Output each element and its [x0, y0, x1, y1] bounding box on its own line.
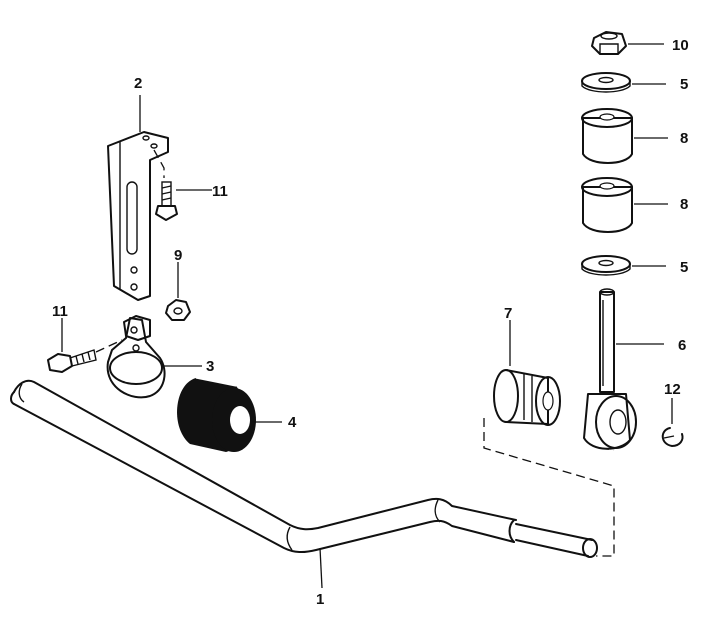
callout-6: 6	[678, 337, 686, 354]
callout-2: 2	[134, 75, 142, 92]
callout-1: 1	[316, 591, 324, 608]
rubber-bushing	[177, 377, 282, 452]
callout-9: 9	[174, 247, 182, 264]
leader-1	[319, 547, 323, 589]
callout-7: 7	[504, 305, 512, 322]
stabilizer-bar	[10, 379, 598, 558]
callout-11-upper: 11	[212, 183, 228, 200]
bolt-upper	[155, 181, 212, 221]
callout-10: 10	[672, 37, 689, 54]
mounting-bracket	[107, 95, 169, 301]
assembly-group-outline	[483, 418, 615, 557]
callout-12: 12	[664, 381, 681, 398]
foam-bushing-upper	[581, 108, 668, 164]
callout-11-lower: 11	[52, 303, 68, 320]
callout-4: 4	[288, 414, 297, 431]
callout-8-lower: 8	[680, 196, 688, 213]
callout-5-lower: 5	[680, 259, 688, 276]
washer-lower	[581, 255, 666, 276]
foam-bushing-lower	[581, 177, 668, 233]
washer-upper	[581, 72, 666, 93]
nut-small	[165, 262, 191, 321]
callout-3: 3	[206, 358, 214, 375]
clamp	[106, 315, 202, 399]
callout-5-upper: 5	[680, 76, 688, 93]
bolt-lower	[47, 318, 123, 373]
split-bushing	[493, 320, 561, 426]
link-bolt	[583, 288, 664, 450]
nut-top	[591, 31, 664, 55]
callout-8-upper: 8	[680, 130, 688, 147]
circlip	[661, 398, 684, 447]
